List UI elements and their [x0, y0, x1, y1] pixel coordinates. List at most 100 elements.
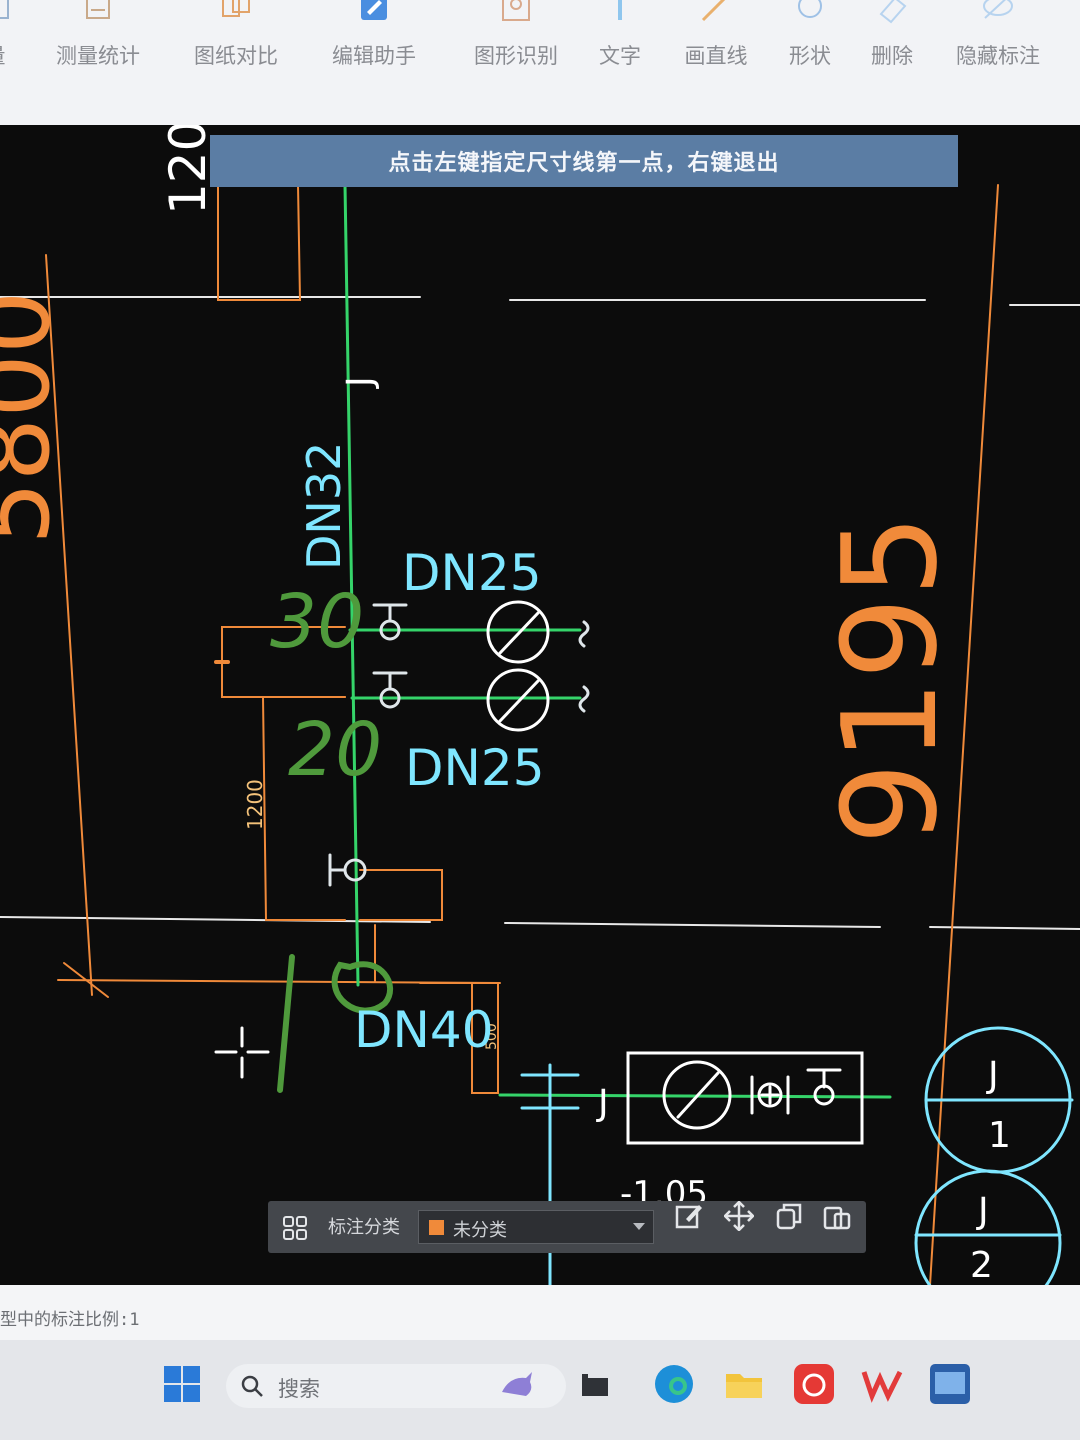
file-explorer-icon[interactable]	[722, 1362, 766, 1406]
dim-text-1200-mid: 1200	[243, 779, 267, 830]
dim-text-9195: 9195	[814, 514, 966, 845]
copy-icon[interactable]	[774, 1201, 804, 1231]
dim-text-1200-top: 1200	[159, 125, 217, 215]
water-meter-top	[486, 600, 550, 664]
search-icon	[241, 1375, 263, 1397]
handwritten-zero-loop	[331, 961, 393, 1014]
axis-bubble-1-bottom: 1	[988, 1115, 1011, 1156]
windows-taskbar: 搜索	[0, 1340, 1080, 1440]
pipe-label-dn32: DN32	[297, 442, 351, 570]
windows-start-icon[interactable]	[160, 1362, 204, 1406]
unicorn-app-icon[interactable]	[496, 1362, 540, 1406]
tool-delete[interactable]: 删除	[862, 0, 922, 90]
handwritten-30: 30	[270, 579, 364, 665]
tool-label: 画直线	[684, 44, 748, 68]
drawing-canvas[interactable]: 1200 5800 1200 9195 500 -1.05 DN32 DN25 …	[0, 125, 1080, 1285]
annotation-toolbar: 标注分类 未分类	[268, 1201, 866, 1253]
dim-text-5800: 5800	[0, 291, 72, 546]
tool-text[interactable]: 文字	[590, 0, 650, 90]
drawing-compare-icon	[222, 0, 250, 17]
pipe-inlet	[498, 1093, 892, 1099]
pipe-label-dn25-bottom: DN25	[405, 739, 545, 797]
valve-inlet	[806, 1068, 842, 1106]
tool-edit-assistant[interactable]: 编辑助手	[324, 0, 424, 90]
category-grid-icon[interactable]	[282, 1215, 308, 1241]
handwritten-20: 20	[288, 707, 382, 793]
delete-icon	[879, 0, 907, 24]
wps-office-icon[interactable]	[860, 1362, 904, 1406]
valve-top	[372, 603, 408, 641]
edge-browser-icon[interactable]	[652, 1362, 696, 1406]
prompt-text: 点击左键指定尺寸线第一点，右键退出	[388, 151, 780, 176]
move-icon[interactable]	[724, 1201, 754, 1231]
pipe-label-dn40: DN40	[354, 1001, 494, 1059]
ribbon-toolbar: 量 测量统计 图纸对比 编辑助手 图形识别 文字 画直线 形状 删除 隐藏标注	[0, 0, 1080, 128]
grid-line-bottom-far	[929, 926, 1080, 930]
tool-label: 删除	[871, 44, 913, 68]
category-color-swatch	[429, 1220, 444, 1235]
hide-annotation-icon	[983, 0, 1013, 19]
annotation-category-label: 标注分类	[328, 1217, 400, 1238]
grid-line-bottom-right	[504, 922, 881, 928]
tool-label: 编辑助手	[332, 44, 416, 68]
tool-measure[interactable]: 量	[0, 0, 20, 90]
axis-bubble-2-top: J	[976, 1191, 989, 1232]
taskbar-search-box[interactable]: 搜索	[226, 1364, 566, 1408]
crosshair-cursor	[214, 1026, 270, 1079]
pipe-mark-j-main: J	[340, 376, 381, 389]
pipe-end-bottom	[578, 685, 590, 713]
tool-label: 测量统计	[56, 44, 140, 68]
tool-hide-annotation[interactable]: 隐藏标注	[950, 0, 1046, 90]
tool-measure-statistics[interactable]: 测量统计	[48, 0, 148, 90]
tool-label: 形状	[789, 44, 831, 68]
tool-shape-recognition[interactable]: 图形识别	[466, 0, 566, 90]
tool-label: 隐藏标注	[956, 44, 1040, 68]
command-line-text: 型中的标注比例:1	[0, 1310, 140, 1330]
pipe-main-vertical	[343, 183, 360, 987]
command-line[interactable]: 型中的标注比例:1	[0, 1285, 1080, 1340]
dim-bracket-top	[217, 184, 302, 301]
tool-drawing-compare[interactable]: 图纸对比	[186, 0, 286, 90]
pipe-mark-j-inlet: J	[596, 1083, 609, 1124]
text-icon	[618, 0, 622, 20]
pipe-end-top	[578, 620, 590, 648]
water-meter-inlet	[662, 1060, 732, 1130]
shape-icon	[798, 0, 822, 18]
pipe-label-dn25-top: DN25	[402, 544, 542, 602]
dim-bracket-500	[419, 982, 499, 1094]
edit-annotation-icon[interactable]	[674, 1201, 704, 1231]
cad-drawing[interactable]: 1200 5800 1200 9195 500 -1.05 DN32 DN25 …	[0, 125, 1080, 1285]
shape-recognition-icon	[502, 0, 530, 21]
category-value: 未分类	[453, 1220, 507, 1241]
measure-icon	[0, 0, 9, 19]
cad-app-icon[interactable]	[928, 1362, 972, 1406]
netease-music-icon[interactable]	[792, 1362, 836, 1406]
check-valve-inlet	[750, 1075, 790, 1115]
chevron-down-icon	[633, 1223, 645, 1230]
tool-label: 图纸对比	[194, 44, 278, 68]
tool-shape[interactable]: 形状	[780, 0, 840, 90]
annotation-category-select[interactable]: 未分类	[418, 1210, 654, 1244]
edit-assistant-icon	[361, 0, 387, 20]
tool-draw-line[interactable]: 画直线	[676, 0, 756, 90]
paste-icon[interactable]	[822, 1201, 852, 1231]
handwritten-one	[277, 954, 295, 1093]
dim-bracket-valve	[359, 869, 443, 921]
dim-line-right	[929, 184, 999, 1285]
axis-bubble-2	[914, 1169, 1062, 1285]
draw-line-icon	[701, 0, 726, 22]
tool-label: 文字	[599, 44, 641, 68]
search-placeholder: 搜索	[278, 1377, 320, 1401]
axis-bubble-2-bottom: 2	[970, 1245, 993, 1285]
water-meter-bottom	[486, 668, 550, 732]
tool-label: 图形识别	[474, 44, 558, 68]
valve-riser	[328, 853, 367, 887]
dim-text-500: 500	[484, 1023, 500, 1050]
command-prompt-bar: 点击左键指定尺寸线第一点，右键退出	[210, 135, 958, 187]
dim-line-left	[45, 254, 93, 996]
task-view-icon[interactable]	[576, 1362, 620, 1406]
valve-bottom	[372, 671, 408, 709]
dim-bracket-1200	[261, 696, 346, 921]
tool-label: 量	[0, 40, 20, 70]
axis-bubble-1-top: J	[986, 1055, 999, 1096]
